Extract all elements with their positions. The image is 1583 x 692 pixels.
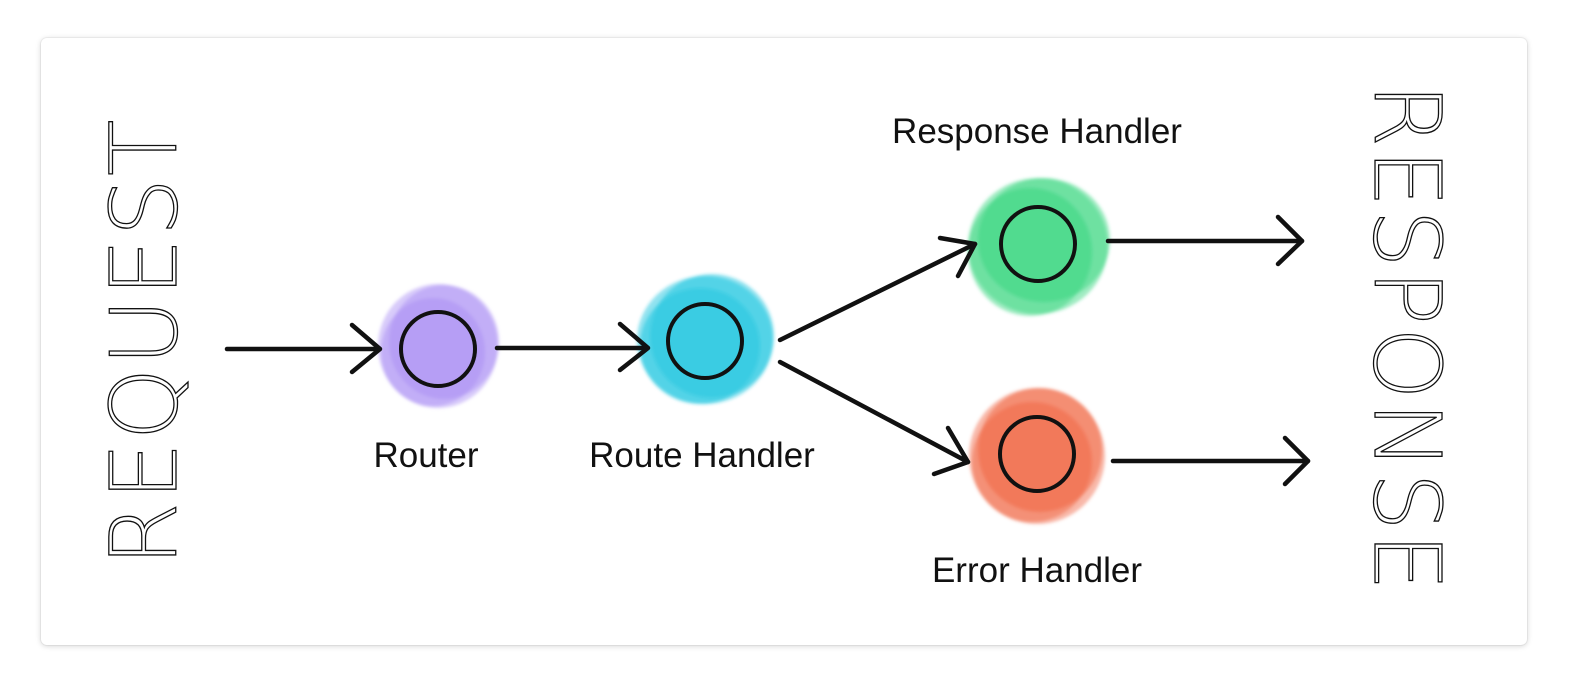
request-label: REQUEST xyxy=(91,118,198,567)
arrow-route-handler-to-response-handler xyxy=(777,235,978,343)
error-handler-ring xyxy=(998,415,1076,493)
arrow-request-to-router xyxy=(224,322,383,375)
route-handler-label: Route Handler xyxy=(589,436,815,475)
arrow-router-to-route-handler xyxy=(494,321,651,373)
route-handler-ring xyxy=(666,302,744,380)
diagram-card xyxy=(41,38,1527,645)
router-ring xyxy=(399,310,477,388)
error-handler-node xyxy=(969,388,1105,524)
route-handler-node xyxy=(637,274,774,404)
router-label: Router xyxy=(373,436,478,475)
response-handler-node xyxy=(968,178,1110,316)
response-handler-ring xyxy=(999,205,1077,283)
arrow-response-handler-to-response xyxy=(1105,214,1305,267)
arrow-route-handler-to-error-handler xyxy=(777,359,971,477)
response-handler-label: Response Handler xyxy=(892,112,1182,151)
error-handler-label: Error Handler xyxy=(932,551,1142,590)
router-node xyxy=(378,284,499,408)
arrow-error-handler-to-response xyxy=(1110,435,1311,487)
response-label: RESPONSE xyxy=(1353,83,1460,593)
